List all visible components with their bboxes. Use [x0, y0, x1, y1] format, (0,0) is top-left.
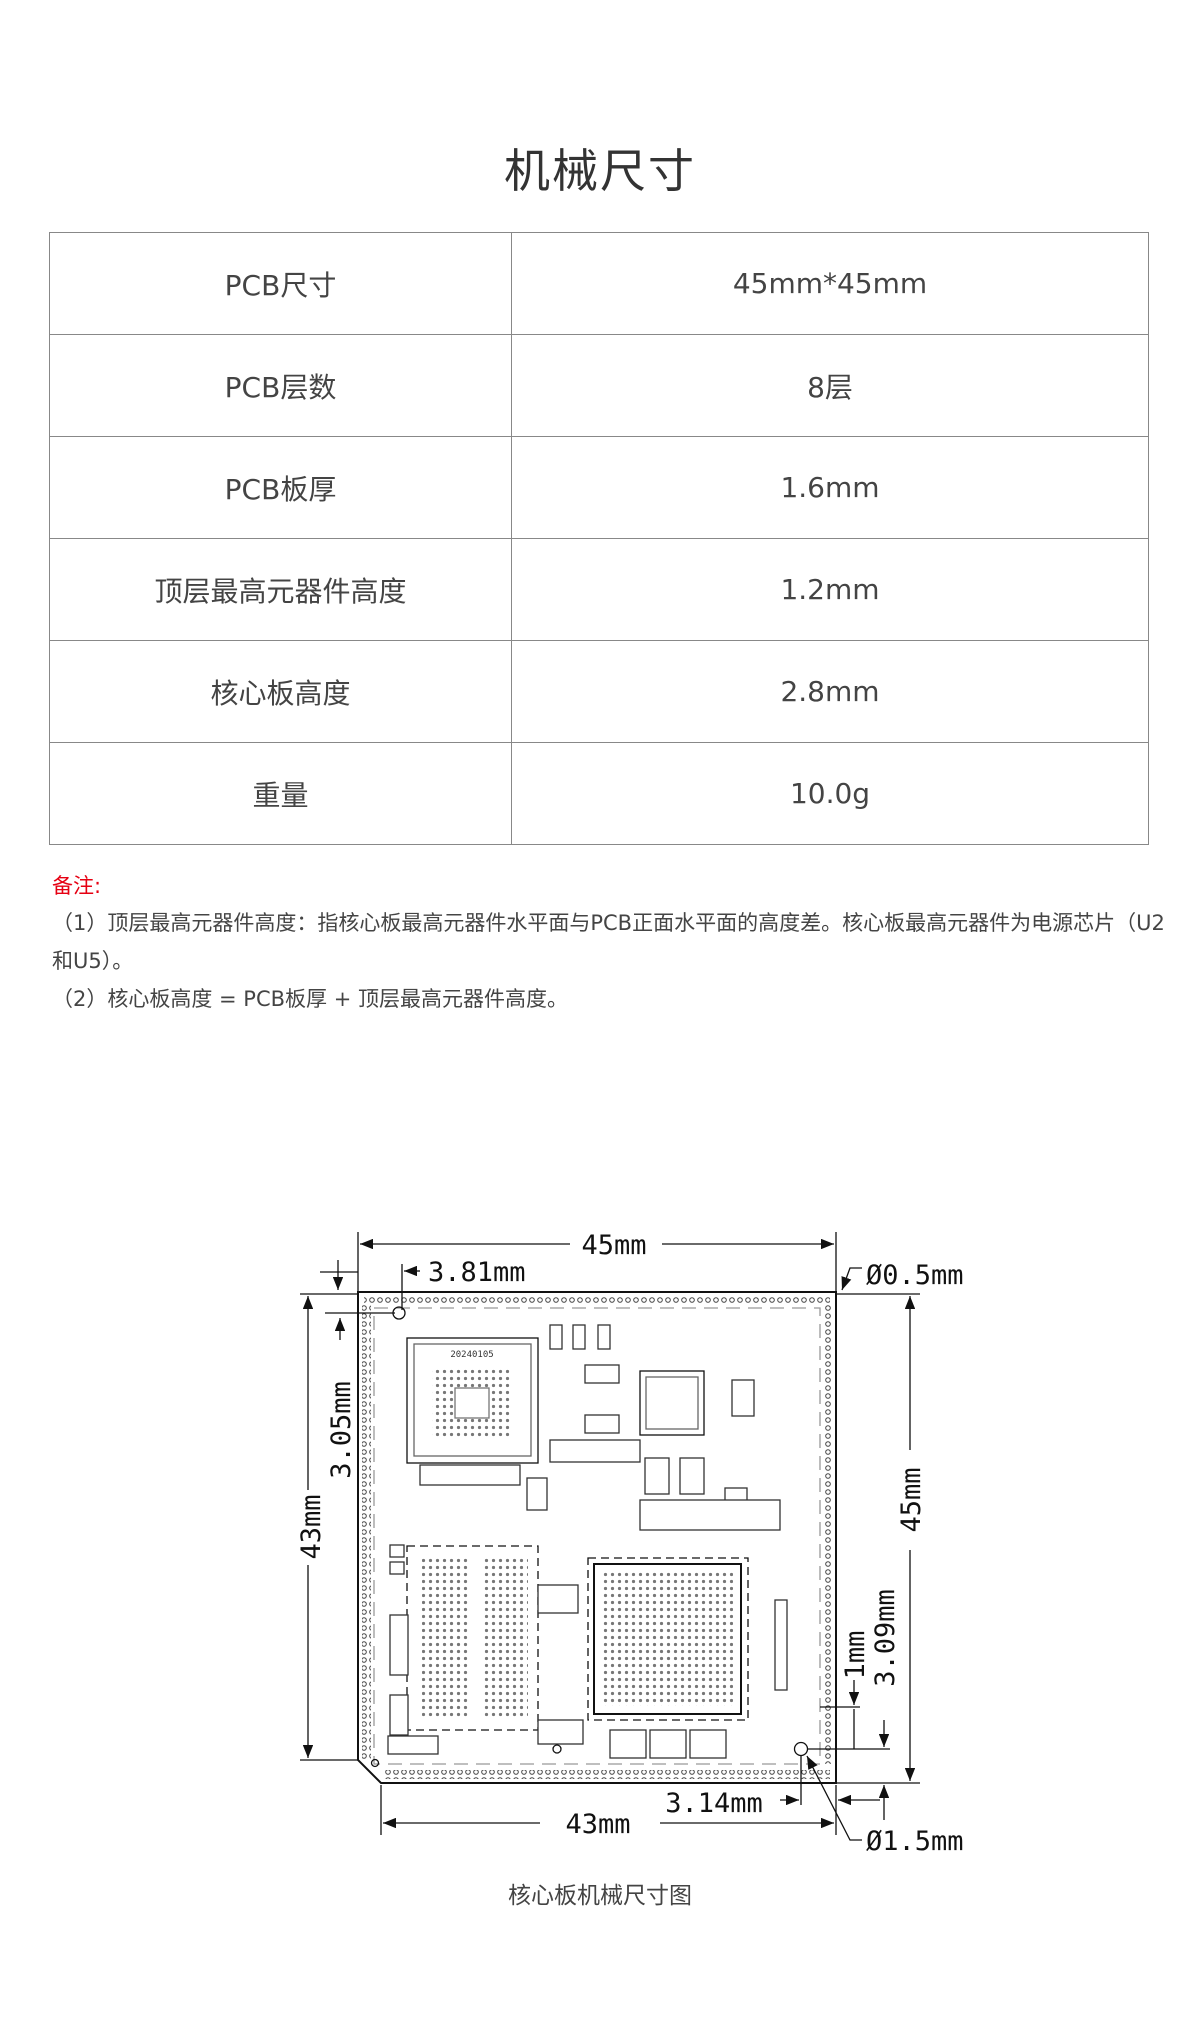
chip-marking: 20240105	[450, 1350, 493, 1360]
dim-top-width: 45mm	[581, 1230, 646, 1261]
spec-value: 1.2mm	[511, 538, 1149, 641]
soc-chip	[587, 1557, 749, 1721]
dim-hole-offset-y: 3.05mm	[326, 1381, 357, 1479]
note-item: （2）核心板高度 = PCB板厚 + 顶层最高元器件高度。	[52, 987, 568, 1011]
spec-label: PCB尺寸	[49, 232, 512, 335]
mechanical-drawing: 45mm 3.81mm Ø0.5mm 43mm 3.05mm 45mm 1mm …	[296, 1230, 964, 1857]
spec-label: 顶层最高元器件高度	[49, 538, 512, 641]
spec-value: 2.8mm	[511, 640, 1149, 743]
dim-edge-1mm: 1mm	[840, 1631, 871, 1680]
spec-label: 重量	[49, 742, 512, 845]
emmc-chip	[406, 1337, 539, 1464]
spec-value: 1.6mm	[511, 436, 1149, 539]
dim-left-height: 43mm	[296, 1494, 327, 1559]
mcu-chip	[639, 1370, 705, 1436]
dim-right-height: 45mm	[896, 1467, 927, 1532]
dim-hole-offset-y2: 3.09mm	[870, 1589, 901, 1687]
dim-bottom-width: 43mm	[565, 1809, 630, 1840]
dim-hole-offset-x: 3.81mm	[428, 1257, 526, 1288]
spec-label: 核心板高度	[49, 640, 512, 743]
note-item: （1）顶层最高元器件高度：指核心板最高元器件水平面与PCB正面水平面的高度差。核…	[52, 911, 1165, 973]
spec-value: 8层	[511, 334, 1149, 437]
figure-caption: 核心板机械尺寸图	[508, 1883, 692, 1909]
notes-heading: 备注:	[52, 874, 102, 898]
dim-hole-large: Ø1.5mm	[866, 1826, 964, 1857]
spec-label: PCB层数	[49, 334, 512, 437]
dim-hole-offset-x2: 3.14mm	[665, 1788, 763, 1819]
dim-hole-small: Ø0.5mm	[866, 1260, 964, 1291]
spec-value: 10.0g	[511, 742, 1149, 845]
board-outline	[357, 1291, 837, 1784]
spec-value: 45mm*45mm	[511, 232, 1149, 335]
page-title: 机械尺寸	[504, 144, 696, 198]
spec-label: PCB板厚	[49, 436, 512, 539]
mount-hole-large	[793, 1741, 809, 1757]
